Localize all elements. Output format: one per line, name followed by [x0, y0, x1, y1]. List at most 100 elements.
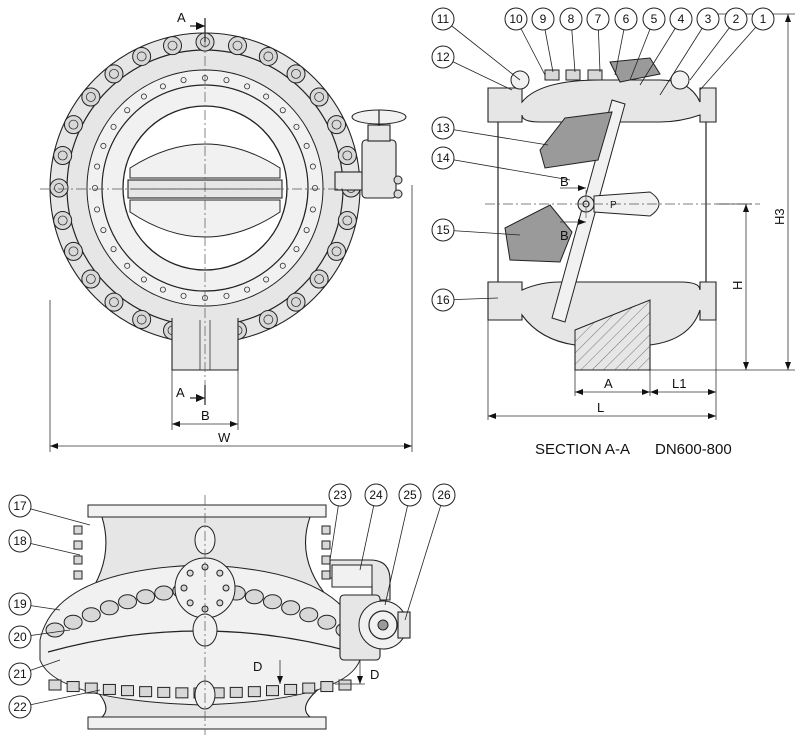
callout-label: 22	[13, 700, 27, 714]
arc-bolt	[45, 622, 65, 638]
seat-screw	[100, 227, 107, 234]
callout-24	[364, 483, 388, 507]
section-counterweight-arm	[593, 191, 660, 217]
arc-nut	[48, 679, 62, 691]
seat-screw	[309, 163, 316, 170]
flange-bolt	[53, 146, 73, 166]
callout-11	[431, 7, 455, 31]
seat-screw	[94, 206, 101, 213]
arc-nut	[247, 686, 261, 698]
arc-bolt	[317, 614, 337, 630]
callout-label: 2	[733, 12, 740, 26]
dim-h3-label: H3	[772, 208, 787, 225]
callout-7	[586, 7, 610, 31]
seat-screw	[303, 227, 310, 234]
flange-bolt	[337, 146, 357, 166]
callout-label: 6	[623, 12, 630, 26]
section-body-top	[487, 79, 717, 123]
seat-screw	[124, 262, 131, 269]
seat-screw	[180, 292, 187, 299]
flange-bolt	[309, 87, 329, 107]
seat-screw	[311, 184, 318, 191]
callout-label: 8	[568, 12, 575, 26]
arc-bolt	[136, 589, 156, 605]
dim-d-right-label: D	[370, 667, 379, 682]
arc-nut	[175, 687, 189, 699]
bottom-flange-bottom	[87, 716, 327, 730]
seat-screw	[223, 77, 230, 84]
flange-bolt	[309, 269, 329, 289]
side-bolt	[321, 525, 331, 535]
callout-22	[8, 695, 32, 719]
dim-a-label: A	[604, 376, 613, 391]
arc-bolt	[63, 614, 83, 630]
callout-label: 25	[403, 488, 417, 502]
seat-screw	[263, 93, 270, 100]
arc-nut	[229, 686, 243, 698]
callout-label: 7	[595, 12, 602, 26]
callout-23	[328, 483, 352, 507]
side-bolt	[321, 570, 331, 580]
flange-bolt	[132, 46, 152, 66]
callout-16	[431, 288, 455, 312]
arc-nut	[139, 686, 153, 698]
front-disc-upper	[129, 143, 281, 179]
arc-nut	[302, 682, 316, 694]
seat-screw	[124, 107, 131, 114]
callout-label: 5	[651, 12, 658, 26]
dim-b-upper-label: B	[560, 174, 569, 189]
dim-p-label: P	[610, 200, 617, 211]
callout-label: 12	[436, 50, 450, 64]
side-bolt	[73, 570, 83, 580]
bottom-flange-top	[87, 504, 327, 518]
seat-screw	[140, 93, 147, 100]
section-view: P B B H H3	[431, 7, 795, 420]
seat-screw	[263, 276, 270, 283]
callout-label: 17	[13, 499, 27, 513]
flange-bolt	[327, 241, 347, 261]
section-marker-bottom: A	[176, 385, 185, 400]
seat-screw	[293, 246, 300, 253]
seat-screw	[303, 142, 310, 149]
section-marker-top: A	[177, 10, 186, 25]
arc-nut	[266, 685, 279, 697]
callout-6	[614, 7, 638, 31]
caption-size: DN600-800	[655, 441, 732, 458]
seat-screw	[180, 77, 187, 84]
callout-label: 9	[540, 12, 547, 26]
flange-bolt	[258, 310, 278, 330]
callout-label: 16	[436, 293, 450, 307]
callout-3	[696, 7, 720, 31]
callout-1	[751, 7, 775, 31]
flange-bolt	[227, 36, 247, 56]
seat-screw	[159, 83, 166, 90]
callout-10	[504, 7, 528, 31]
callout-label: 24	[369, 488, 383, 502]
flange-bolt	[49, 178, 69, 198]
flange-bolt	[327, 115, 347, 135]
side-bolt	[321, 555, 331, 565]
callout-5	[642, 7, 666, 31]
arc-nut	[84, 682, 98, 694]
arc-nut	[284, 683, 298, 695]
dim-b-label: B	[201, 408, 210, 423]
side-bolt	[73, 555, 83, 565]
dim-d-left-label: D	[253, 659, 262, 674]
arc-bolt	[118, 594, 137, 610]
seat-screw	[159, 286, 166, 293]
seat-screw	[244, 83, 251, 90]
arc-bolt	[281, 600, 301, 616]
side-bolt	[73, 525, 83, 535]
cover-bolt	[180, 584, 188, 592]
flange-bolt	[132, 310, 152, 330]
dim-h-label: H	[730, 281, 745, 290]
callout-label: 20	[13, 630, 27, 644]
seat-screw	[94, 163, 101, 170]
cover-bolt	[216, 599, 224, 607]
callout-14	[431, 146, 455, 170]
arc-bolt	[244, 589, 264, 605]
callout-17	[8, 494, 32, 518]
